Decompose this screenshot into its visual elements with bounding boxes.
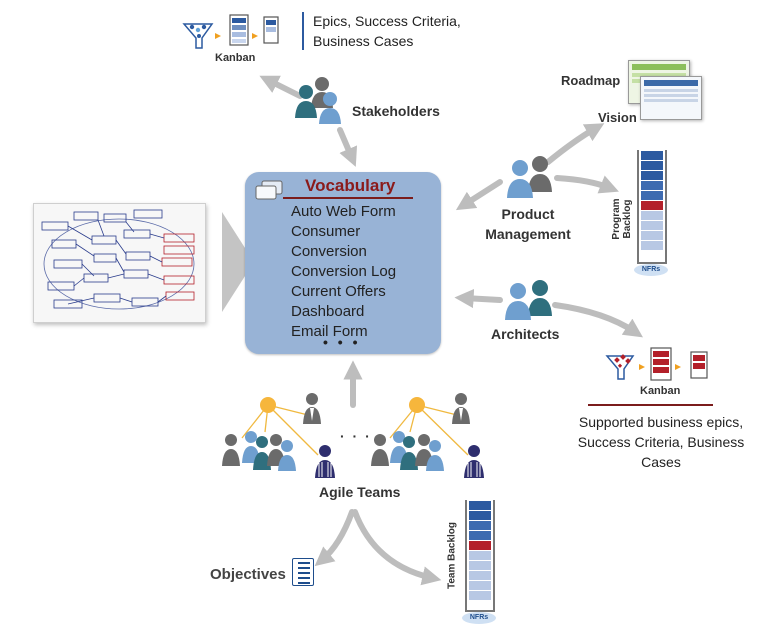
speech-bubbles-icon bbox=[255, 180, 283, 200]
vocabulary-ellipsis: • • • bbox=[323, 334, 361, 350]
arrow-pm-to-vision bbox=[545, 123, 605, 165]
vocabulary-title-rule bbox=[283, 197, 413, 199]
team-node-left bbox=[260, 397, 276, 413]
arrow-stakeholders-to-vocab bbox=[337, 127, 358, 167]
arrow-teams-to-team-backlog bbox=[352, 509, 442, 586]
kanban-board-icon bbox=[229, 14, 249, 46]
chevron-arrow bbox=[222, 212, 254, 312]
vocabulary-item: Email Form bbox=[291, 323, 368, 340]
product-management-people-icon bbox=[507, 156, 552, 198]
nfrs-program-label: NFRs bbox=[634, 264, 668, 276]
objectives-label: Objectives bbox=[210, 566, 286, 583]
stakeholders-label: Stakeholders bbox=[352, 103, 440, 119]
arrow-architects-to-vocab bbox=[454, 288, 503, 309]
vision-label: Vision bbox=[598, 110, 637, 125]
teams-ellipsis: · · · bbox=[340, 428, 372, 444]
kanban-right-label: Kanban bbox=[640, 385, 681, 397]
vocabulary-item: Current Offers bbox=[291, 283, 386, 300]
vocabulary-card: Vocabulary Auto Web Form Consumer Conver… bbox=[245, 172, 441, 354]
epics-text: Epics, Success Criteria, Business Cases bbox=[313, 11, 461, 51]
supported-line-1: Supported business epics, bbox=[578, 414, 744, 430]
arrow-pm-to-vocab bbox=[455, 179, 503, 211]
epics-divider bbox=[302, 12, 304, 50]
program-backlog-label: Program Backlog bbox=[611, 198, 633, 240]
product-management-line-2: Management bbox=[485, 226, 571, 242]
product-management-label: Product Management bbox=[478, 204, 578, 244]
epics-line-2: Business Cases bbox=[313, 33, 414, 49]
nfrs-team-label: NFRs bbox=[462, 612, 496, 624]
agile-teams-label: Agile Teams bbox=[319, 484, 401, 500]
vocabulary-item: Conversion bbox=[291, 243, 367, 260]
supported-line-3: Cases bbox=[641, 454, 681, 470]
funnel-icon bbox=[605, 354, 635, 380]
vocabulary-list: Auto Web Form Consumer Conversion Conver… bbox=[291, 202, 396, 342]
architects-label: Architects bbox=[491, 326, 560, 342]
arrow-pm-to-backlog bbox=[554, 175, 619, 194]
funnel-icon bbox=[182, 23, 214, 49]
stakeholders-people-icon bbox=[295, 77, 341, 124]
supported-line-2: Success Criteria, Business bbox=[577, 434, 745, 450]
supported-business-text: Supported business epics, Success Criter… bbox=[566, 412, 756, 472]
team-node-right bbox=[409, 397, 425, 413]
vocabulary-title: Vocabulary bbox=[305, 176, 396, 195]
vocabulary-item: Dashboard bbox=[291, 303, 365, 320]
arrow-stakeholders-to-kanban bbox=[259, 75, 303, 99]
vocabulary-item: Consumer bbox=[291, 223, 361, 240]
supported-divider bbox=[588, 404, 713, 406]
architects-people-icon bbox=[505, 280, 552, 320]
kanban-board-icon bbox=[650, 347, 672, 381]
product-management-line-1: Product bbox=[501, 206, 555, 222]
arrow-architects-to-kanban bbox=[552, 302, 643, 338]
document-list-icon bbox=[292, 558, 314, 586]
roadmap-label: Roadmap bbox=[561, 73, 621, 88]
epics-line-1: Epics, Success Criteria, bbox=[313, 13, 461, 29]
vocabulary-item: Conversion Log bbox=[291, 263, 397, 280]
arrow-teams-to-objectives bbox=[314, 509, 355, 567]
vocabulary-item: Auto Web Form bbox=[291, 203, 396, 220]
vision-doc-icon bbox=[640, 76, 702, 120]
agile-team-left-people-icon bbox=[222, 393, 335, 478]
whiteboard-image bbox=[33, 203, 206, 323]
agile-team-right-people-icon bbox=[371, 393, 484, 478]
kanban-top-label: Kanban bbox=[215, 52, 256, 64]
team-backlog-label: Team Backlog bbox=[446, 521, 458, 590]
